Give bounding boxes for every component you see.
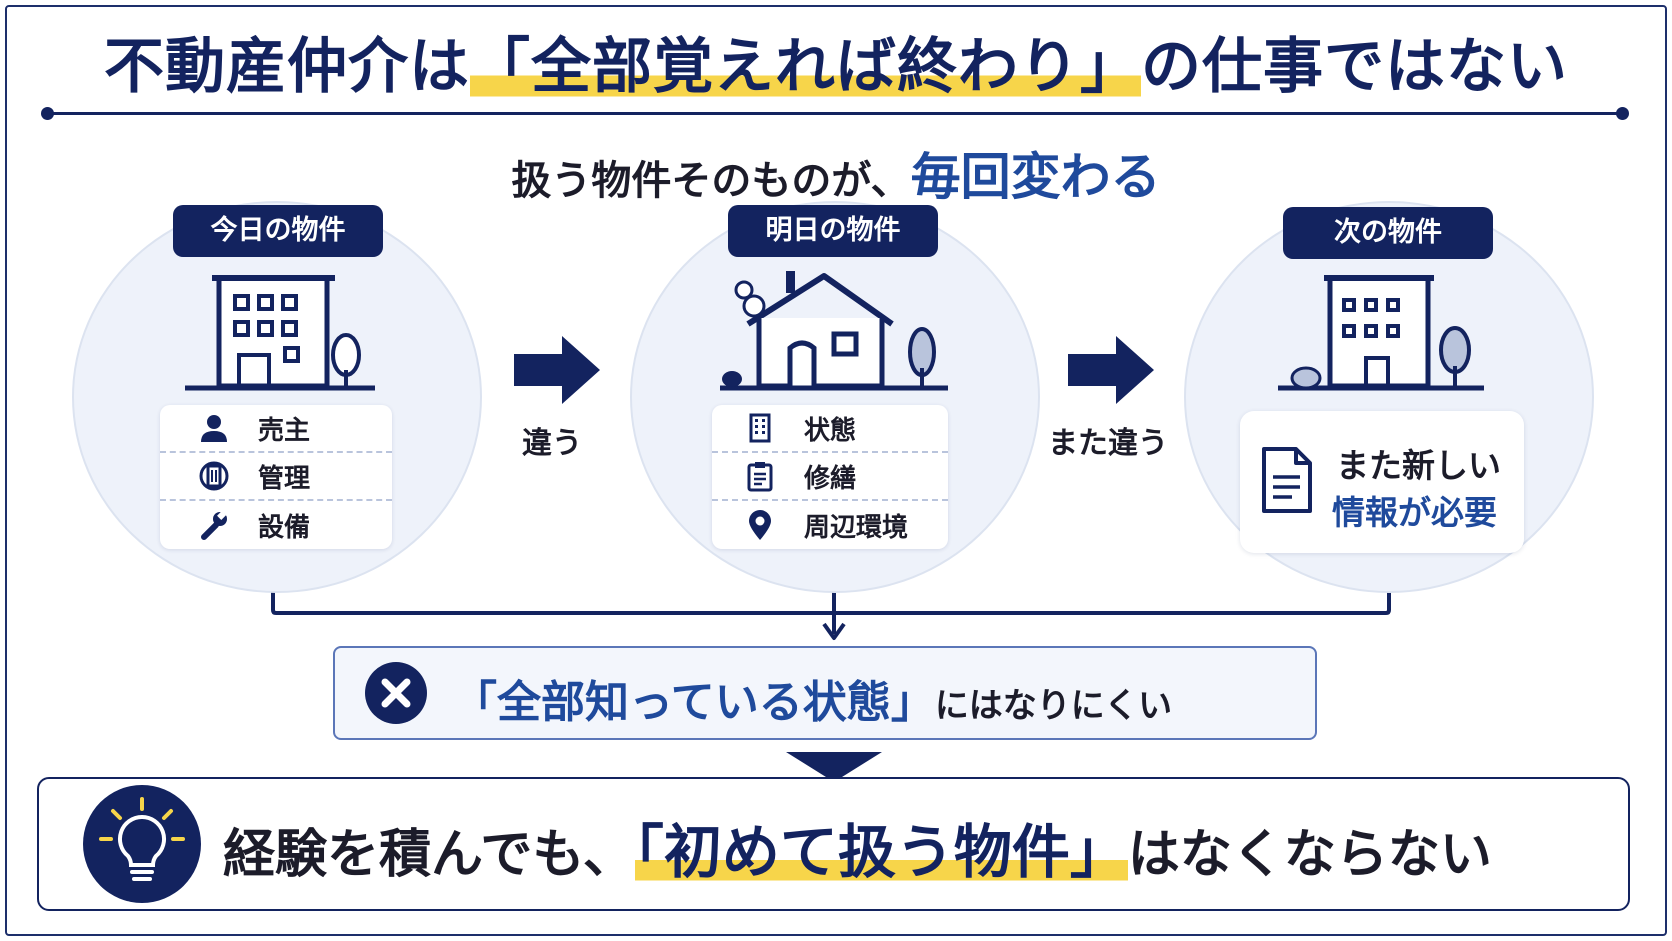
title-highlight: 「全部覚えれば終わり」 [470,32,1141,102]
info-line-2: 情報が必要 [1332,493,1497,532]
conclusion-2-quote-close: 」 [1069,818,1128,886]
arrow-label-2: また違う [1048,426,1168,461]
item-label: 修繕 [804,463,857,494]
office-building-icon [1278,275,1484,391]
page-title: 不動産仲介は「全部覚えれば終わり」の仕事ではない [0,18,1672,105]
conclusion-box-2: 経験を積んでも、「初めて扱う物件」はなくならない [37,777,1630,911]
right-arrow-icon [514,336,600,404]
clipboard-icon [738,461,782,492]
title-quote-open: 「 [470,32,531,102]
title-divider [41,107,1629,120]
subtitle-emphasis: 毎回変わる [910,148,1161,206]
list-item: 売主 [160,405,392,453]
list-item: 周辺環境 [712,501,948,549]
bracket-line [271,578,1391,615]
property-label-tomorrow: 明日の物件 [728,205,938,257]
property-label-next: 次の物件 [1283,207,1493,259]
conclusion-1-rest: にはなりにくい [934,686,1173,726]
wrench-icon [192,510,236,540]
map-pin-icon [738,510,782,540]
outer-frame [5,5,1667,936]
property-card-tomorrow: 状態 修繕 周辺環境 [712,405,948,549]
conclusion-2-text: 経験を積んでも、「初めて扱う物件」はなくならない [223,805,1492,889]
title-quote-close: 」 [1080,32,1141,102]
item-label: 周辺環境 [804,512,909,543]
list-item: 設備 [160,501,392,549]
conclusion-2-highlight: 「初めて扱う物件」 [634,818,1128,886]
person-icon [192,413,236,443]
info-line-1: また新しい [1336,446,1501,485]
list-item: 状態 [712,405,948,453]
conclusion-2-rest: はなくならない [1127,825,1492,885]
conclusion-2-emphasis: 初めて扱う物件 [663,818,1070,886]
item-label: 売主 [258,415,311,446]
property-card-today: 売主 管理 設備 [160,405,392,549]
lightbulb-icon [83,785,201,903]
subtitle-text: 扱う物件そのものが、 [511,158,911,204]
conclusion-1-emphasis: 全部知っている状態 [497,677,891,728]
apartment-building-icon [185,275,375,391]
item-label: 状態 [804,415,857,446]
house-icon [720,271,948,391]
title-highlight-text: 全部覚えれば終わり [531,32,1080,102]
title-after: の仕事ではない [1141,32,1568,102]
arrow-label-1: 違う [522,426,582,461]
conclusion-1-text: 「全部知っている状態」にはなりにくい [453,666,1172,730]
conclusion-1-quote-open: 「 [453,677,497,728]
document-icon [1262,447,1312,513]
building-round-icon [192,461,236,491]
info-card-next: また新しい 情報が必要 [1240,411,1524,553]
list-item: 管理 [160,453,392,501]
subtitle: 扱う物件そのものが、毎回変わる [0,137,1672,209]
right-arrow-icon [1068,336,1154,404]
list-item: 修繕 [712,453,948,501]
conclusion-2-before: 経験を積んでも、 [223,825,635,885]
conclusion-box-1: 「全部知っている状態」にはなりにくい [333,646,1317,740]
building-icon [738,413,782,443]
item-label: 管理 [258,463,311,494]
conclusion-1-quote-close: 」 [890,677,935,728]
title-before: 不動産仲介は [104,32,470,102]
center-down-arrowhead [822,622,846,640]
x-circle-icon [365,662,427,724]
item-label: 設備 [258,512,311,543]
property-label-today: 今日の物件 [173,205,383,257]
conclusion-2-quote-open: 「 [634,818,664,886]
